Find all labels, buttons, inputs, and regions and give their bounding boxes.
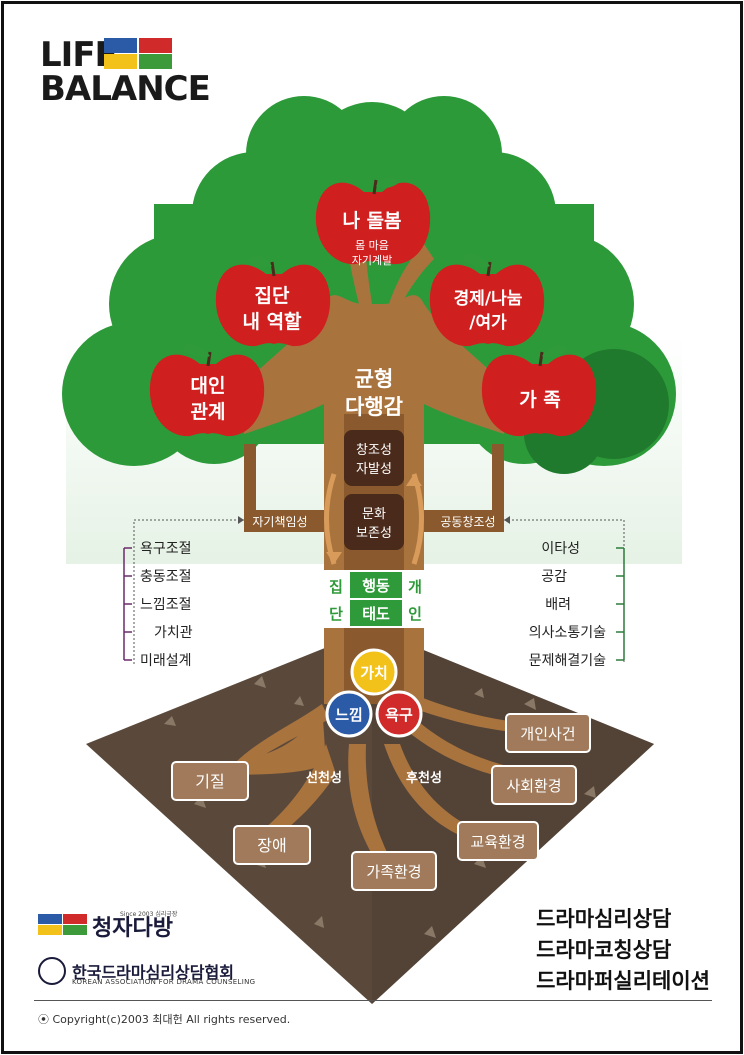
- apple-economy: 경제/나눔 /여가: [429, 253, 545, 347]
- association-name: 한국드라마심리상담협회: [72, 963, 234, 982]
- trunk-box-culture: [344, 494, 404, 550]
- apple-self-care: 나 돌봄 몸 마음 자기계발: [315, 176, 431, 267]
- left-list-item: 욕구조절: [140, 541, 192, 557]
- service-item: 드라마심리상담: [536, 907, 672, 931]
- innate-label: 선천성: [306, 770, 342, 786]
- root-box-education: [457, 821, 539, 861]
- left-list-item: 가치관: [154, 625, 193, 641]
- apple-relations-line2: 관계: [191, 401, 226, 423]
- root-education-label: 교육환경: [470, 833, 525, 851]
- association-english: KOREAN ASSOCIATION FOR DRAMA COUNSELING: [72, 978, 256, 986]
- root-family-env-label: 가족환경: [366, 863, 421, 881]
- life-balance-tree-diagram: 나 돌봄 몸 마음 자기계발 집단 내 역할 경제/나눔 /여가 대인 관계 가…: [62, 96, 682, 1004]
- apple-family-label: 가 족: [519, 389, 561, 411]
- service-item: 드라마퍼실리테이션: [536, 969, 710, 993]
- core-desire-circle: [375, 690, 423, 738]
- core-feeling-circle: [325, 690, 373, 738]
- right-list-item: 문제해결기술: [529, 653, 606, 669]
- behavior-attitude-grid: 집 행동 개 단 태도 인: [324, 570, 428, 628]
- root-box-disability: [233, 825, 311, 865]
- root-disability-label: 장애: [257, 836, 286, 855]
- right-branch-label: 공동창조성: [440, 515, 495, 529]
- left-list-item: 느낌조절: [140, 597, 192, 613]
- apple-economy-line2: /여가: [469, 313, 507, 333]
- trunk-box-creativity: [344, 430, 404, 486]
- root-personal-label: 개인사건: [520, 725, 575, 743]
- association-seal-icon: [38, 957, 66, 985]
- trunk-center-line1: 균형: [355, 367, 394, 391]
- core-value-label: 가치: [360, 664, 388, 682]
- root-box-temperament: [171, 761, 249, 801]
- apple-self-care-title: 나 돌봄: [342, 210, 401, 232]
- logo-color-flag-icon: [104, 38, 172, 69]
- root-box-personal: [505, 713, 591, 753]
- root-social-label: 사회환경: [506, 777, 561, 795]
- grid-b: 행동: [362, 577, 390, 595]
- footer-divider: [34, 1000, 712, 1001]
- side-branches: [244, 444, 504, 532]
- trunk-box2-line1: 문화: [362, 507, 386, 522]
- right-list-item: 이타성: [541, 541, 580, 557]
- grid-a: 집: [329, 578, 343, 596]
- apple-economy-line1: 경제/나눔: [454, 289, 523, 309]
- right-list-item: 의사소통기술: [529, 625, 606, 641]
- root-boxes: 기질 장애 가족환경 교육환경 사회환경 개인사건: [171, 713, 591, 891]
- apple-family: 가 족: [481, 344, 597, 437]
- cafe-flag-icon: [38, 914, 87, 935]
- root-box-family-env: [351, 851, 437, 891]
- grid-e: 태도: [362, 605, 390, 623]
- cafe-brand: 청자다방: [92, 915, 173, 941]
- left-list-item: 미래설계: [140, 653, 192, 669]
- acquired-label: 후천성: [406, 770, 442, 786]
- core-value-circle: [350, 648, 398, 696]
- left-list: 욕구조절 충동조절 느낌조절 가치관 미래설계: [140, 541, 193, 669]
- trunk-box1-line1: 창조성: [356, 443, 392, 458]
- trunk-box2-line2: 보존성: [356, 526, 392, 541]
- apple-self-care-sub1: 몸 마음: [355, 239, 389, 252]
- grid-c: 개: [408, 578, 422, 596]
- services-list: 드라마심리상담 드라마코칭상담 드라마퍼실리테이션: [536, 904, 710, 997]
- core-feeling-label: 느낌: [335, 706, 363, 724]
- right-list-item: 공감: [541, 569, 567, 585]
- apple-self-care-sub2: 자기계발: [352, 254, 392, 267]
- core-desire-label: 욕구: [385, 706, 413, 724]
- copyright: ⦿ Copyright(c)2003 최대헌 All rights reserv…: [38, 1013, 291, 1026]
- root-box-social: [491, 765, 577, 805]
- apple-group-role-line1: 집단: [255, 285, 290, 307]
- apple-group-role: 집단 내 역할: [215, 255, 331, 347]
- left-branch-label: 자기책임성: [252, 514, 307, 529]
- logo-line2: BALANCE: [40, 69, 211, 109]
- grid-f: 인: [408, 605, 422, 623]
- left-list-item: 충동조절: [140, 569, 192, 585]
- cafe-small-text: Since 2003 심리극장: [120, 911, 178, 918]
- right-list: 이타성 공감 배려 의사소통기술 문제해결기술: [529, 541, 606, 669]
- service-item: 드라마코칭상담: [536, 938, 672, 962]
- grid-d: 단: [329, 605, 343, 623]
- root-temperament-label: 기질: [195, 772, 224, 791]
- apple-relations: 대인 관계: [149, 343, 265, 437]
- apple-group-role-line2: 내 역할: [242, 310, 302, 333]
- core-circles: 가치 느낌 욕구: [325, 648, 423, 738]
- apple-relations-line1: 대인: [191, 375, 226, 397]
- trunk-box1-line2: 자발성: [356, 462, 392, 477]
- right-list-item: 배려: [545, 597, 571, 613]
- trunk-center-line2: 다행감: [345, 395, 403, 419]
